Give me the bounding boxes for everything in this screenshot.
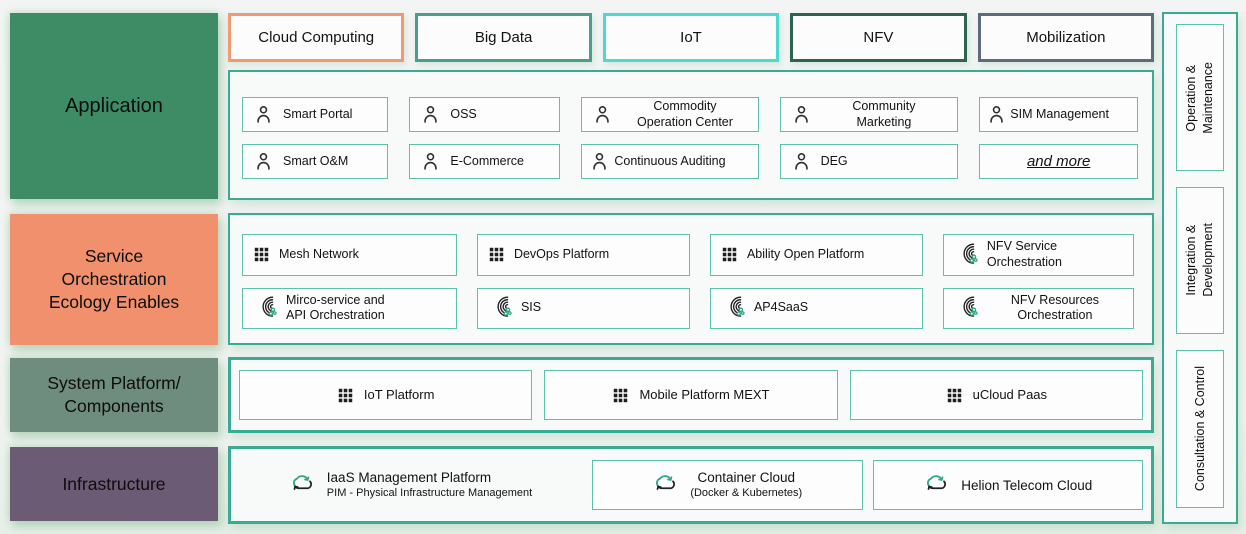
rail-item-integration-development: Integration & Development — [1176, 186, 1224, 334]
section-service-orchestration: Mesh Network DevOps Platform Ability Ope… — [228, 213, 1154, 345]
svc-item-label: NFV Service Orchestration — [986, 239, 1062, 269]
app-item-continuous-auditing: Continuous Auditing — [581, 144, 759, 179]
app-item-smart-portal: Smart Portal — [242, 97, 389, 132]
layer-label-service-orchestration: Service Orchestration Ecology Enables — [10, 214, 218, 345]
app-item-sim-management: SIM Management — [979, 97, 1138, 132]
infra-item-iaas-management-platform: IaaS Management Platform PIM - Physical … — [239, 460, 582, 510]
svc-item-micro-service-api-orchestration: Mirco-service and API Orchestration — [242, 287, 457, 329]
cloud-sync-icon — [652, 472, 679, 499]
svc-item-ability-open-platform: Ability Open Platform — [709, 234, 923, 276]
infra-item-text: IaaS Management Platform PIM - Physical … — [327, 470, 532, 501]
orchestration-icon — [954, 243, 978, 267]
category-nfv: NFV — [790, 13, 967, 62]
svc-item-devops-platform: DevOps Platform — [476, 234, 690, 276]
svc-item-label: Ability Open Platform — [746, 246, 865, 261]
app-item-label: E-Commerce — [450, 153, 524, 168]
app-item-commodity-operation-center: Commodity Operation Center — [581, 97, 759, 132]
svc-item-nfv-resources-orchestration: NFV Resources Orchestration — [942, 287, 1134, 329]
orchestration-icon — [721, 296, 745, 320]
app-item-label: Commodity Operation Center — [637, 98, 733, 129]
cloud-sync-icon — [289, 472, 316, 499]
sys-item-label: uCloud Paas — [972, 386, 1048, 402]
grid-icon — [337, 387, 354, 404]
rail-item-label: Operation & Maintenance — [1184, 61, 1215, 134]
sys-item-mobile-platform-mext: Mobile Platform MEXT — [544, 370, 838, 420]
app-item-smart-om: Smart O&M — [242, 144, 389, 179]
app-item-community-marketing: Community Marketing — [779, 97, 959, 132]
orchestration-icon — [488, 296, 512, 320]
sys-item-label: Mobile Platform MEXT — [639, 386, 770, 402]
layer-label-application: Application — [10, 13, 218, 199]
person-icon — [592, 104, 613, 125]
svc-item-nfv-service-orchestration: NFV Service Orchestration — [942, 234, 1134, 276]
infra-item-container-cloud: Container Cloud (Docker & Kubernetes) — [592, 460, 863, 510]
app-item-e-commerce: E-Commerce — [409, 144, 561, 179]
orchestration-icon — [954, 296, 978, 320]
svc-item-label: DevOps Platform — [513, 246, 610, 261]
grid-icon — [946, 387, 963, 404]
person-icon — [420, 104, 441, 125]
app-item-label: Continuous Auditing — [614, 153, 726, 168]
app-item-and-more: and more — [979, 144, 1138, 179]
app-item-oss: OSS — [409, 97, 561, 132]
svc-item-label: Mirco-service and API Orchestration — [286, 292, 385, 323]
layer-label-system-platform: System Platform/ Components — [10, 358, 218, 432]
infra-item-subtitle: (Docker & Kubernetes) — [690, 486, 803, 499]
rail-item-operation-maintenance: Operation & Maintenance — [1176, 24, 1224, 171]
section-infrastructure: IaaS Management Platform PIM - Physical … — [228, 446, 1154, 524]
svc-item-mesh-network: Mesh Network — [242, 234, 457, 276]
person-icon — [253, 151, 274, 172]
infra-item-subtitle: PIM - Physical Infrastructure Management — [326, 486, 533, 499]
rail-item-consultation-control: Consultation & Control — [1176, 349, 1224, 509]
sys-item-iot-platform: IoT Platform — [239, 370, 533, 420]
person-icon — [791, 104, 812, 125]
app-item-deg: DEG — [779, 144, 959, 179]
rail-item-label: Consultation & Control — [1192, 366, 1207, 492]
app-item-label: Smart Portal — [283, 106, 353, 121]
orchestration-icon — [253, 296, 277, 320]
right-rail: Operation & Maintenance Integration & De… — [1162, 12, 1238, 524]
app-item-label: Smart O&M — [283, 153, 349, 168]
infra-item-title: IaaS Management Platform — [326, 469, 492, 485]
person-icon — [986, 104, 1007, 125]
person-icon — [589, 151, 610, 172]
person-icon — [420, 151, 441, 172]
category-cloud-computing: Cloud Computing — [228, 13, 405, 62]
sys-item-ucloud-paas: uCloud Paas — [849, 370, 1143, 420]
svc-item-ap4saas: AP4SaaS — [709, 287, 923, 329]
svc-item-sis: SIS — [476, 287, 690, 329]
rail-item-label: Integration & Development — [1184, 223, 1215, 298]
grid-icon — [253, 246, 270, 263]
app-item-label: SIM Management — [1010, 106, 1109, 121]
svc-item-label: AP4SaaS — [753, 300, 809, 315]
person-icon — [791, 151, 812, 172]
section-application: Smart Portal OSS Commodity Operation Cen… — [228, 70, 1154, 200]
infra-item-title: Container Cloud — [697, 469, 796, 485]
sys-item-label: IoT Platform — [363, 386, 435, 402]
svc-item-label: NFV Resources Orchestration — [1010, 292, 1100, 323]
person-icon — [253, 104, 274, 125]
svc-item-label: Mesh Network — [279, 246, 359, 261]
category-iot: IoT — [602, 13, 780, 62]
grid-icon — [488, 246, 505, 263]
infra-item-text: Container Cloud (Docker & Kubernetes) — [690, 470, 802, 501]
app-item-label: DEG — [820, 153, 848, 168]
grid-icon — [721, 246, 738, 263]
section-system-platform: IoT Platform Mobile Platform MEXT uCloud… — [228, 357, 1154, 433]
category-mobilization: Mobilization — [977, 13, 1155, 62]
cloud-sync-icon — [923, 472, 950, 499]
svc-item-label: SIS — [520, 300, 542, 315]
app-item-label: OSS — [450, 106, 477, 121]
category-big-data: Big Data — [415, 13, 592, 62]
infra-item-helion-telecom-cloud: Helion Telecom Cloud — [872, 460, 1143, 510]
app-item-label: Community Marketing — [852, 98, 916, 129]
infra-item-title: Helion Telecom Cloud — [961, 477, 1093, 493]
top-category-row: Cloud Computing Big Data IoT NFV Mobiliz… — [228, 13, 1155, 62]
app-item-label: and more — [1026, 153, 1091, 170]
grid-icon — [612, 387, 629, 404]
layer-label-infrastructure: Infrastructure — [10, 447, 218, 521]
